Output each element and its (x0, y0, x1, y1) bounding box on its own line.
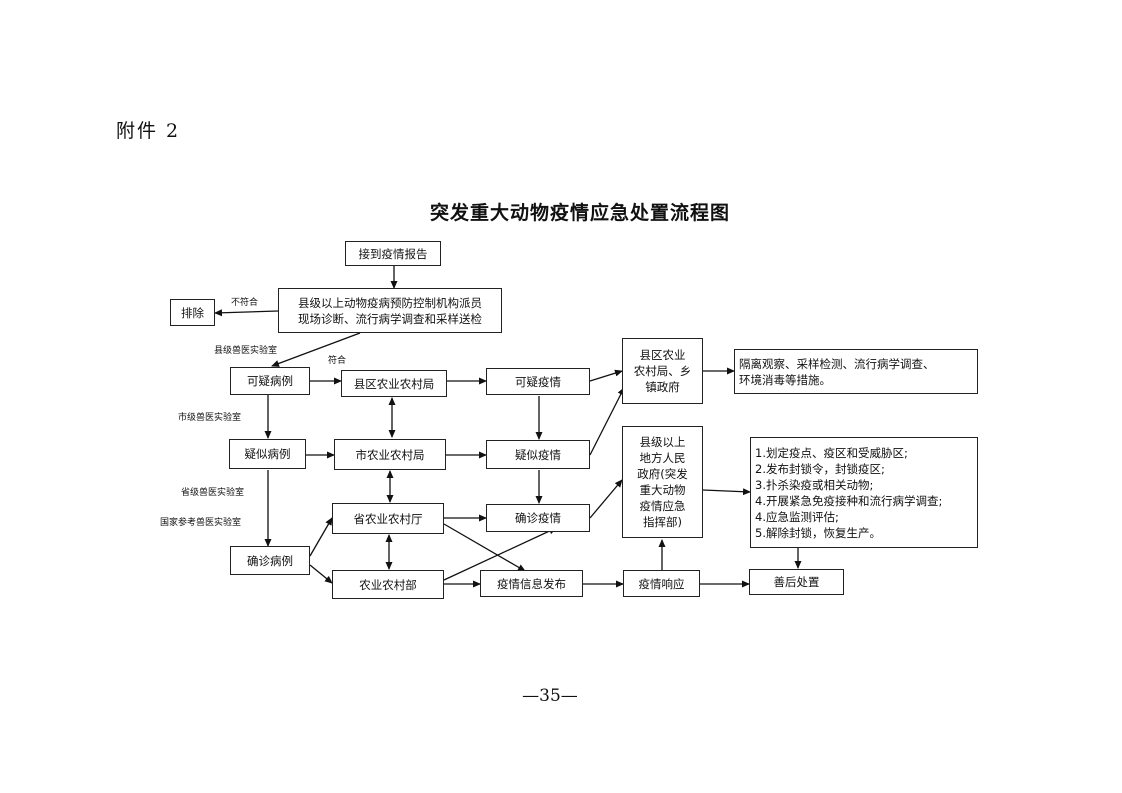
box-local-gov: 县级以上 地方人民 政府(突发 重大动物 疫情应急 指挥部) (622, 426, 703, 538)
arrow-confirmed-case-to-province (309, 517, 333, 557)
box-county-diagnosis: 县级以上动物疫病预防控制机构派员 现场诊断、流行病学调查和采样送检 (278, 288, 502, 333)
page-number: —35— (522, 686, 578, 706)
box-receive-report: 接到疫情报告 (345, 241, 441, 266)
box-county-gov: 县区农业 农村局、乡 镇政府 (622, 338, 703, 404)
box-suspicious-case: 可疑病例 (230, 367, 310, 395)
box-province-agri: 省农业农村厅 (332, 503, 444, 534)
arrow-confirmed-epidemic-to-local-gov (589, 479, 623, 519)
box-measures-1: 隔离观察、采样检测、流行病学调查、 环境消毒等措施。 (734, 349, 978, 394)
box-confirmed-case: 确诊病例 (230, 546, 310, 575)
label-province-lab: 省级兽医实验室 (181, 488, 245, 498)
box-suspected-case: 疑似病例 (229, 439, 306, 469)
diagram-title: 突发重大动物疫情应急处置流程图 (429, 202, 730, 224)
box-suspected-epidemic: 疑似疫情 (486, 440, 590, 469)
box-info-release: 疫情信息发布 (480, 570, 583, 597)
arrow-suspected-epidemic-to-county-gov (589, 387, 625, 456)
arrow-confirmed-case-to-ministry (309, 564, 333, 584)
box-confirmed-epidemic: 确诊疫情 (486, 504, 590, 532)
attachment-label: 附件 2 (116, 120, 181, 142)
label-city-lab: 市级兽医实验室 (178, 413, 242, 423)
box-response: 疫情响应 (623, 570, 700, 597)
arrow-province-to-info-release (443, 523, 526, 572)
label-national-lab: 国家参考兽医实验室 (160, 518, 242, 528)
box-ministry: 农业农村部 (332, 570, 444, 599)
box-exclude: 排除 (170, 299, 215, 326)
box-suspicious-epidemic: 可疑疫情 (486, 368, 590, 395)
label-match: 符合 (328, 356, 347, 366)
arrow-ministry-to-confirmed-epidemic (443, 527, 557, 581)
label-not-match: 不符合 (231, 298, 259, 308)
box-measures-2: 1.划定疫点、疫区和受威胁区; 2.发布封锁令，封锁疫区; 3.扑杀染疫或相关动… (750, 437, 978, 548)
box-city-agri: 市农业农村局 (334, 439, 446, 470)
arrow-diagnosis-to-exclude (214, 309, 279, 317)
box-aftermath: 善后处置 (749, 569, 844, 595)
arrow-local-gov-to-measures (702, 488, 751, 496)
arrow-diagnosis-to-suspicious-case (271, 332, 361, 367)
label-county-lab: 县级兽医实验室 (214, 346, 278, 356)
box-county-agri: 县区农业农村局 (341, 370, 447, 397)
arrow-suspicious-epidemic-to-county-gov (589, 369, 623, 382)
